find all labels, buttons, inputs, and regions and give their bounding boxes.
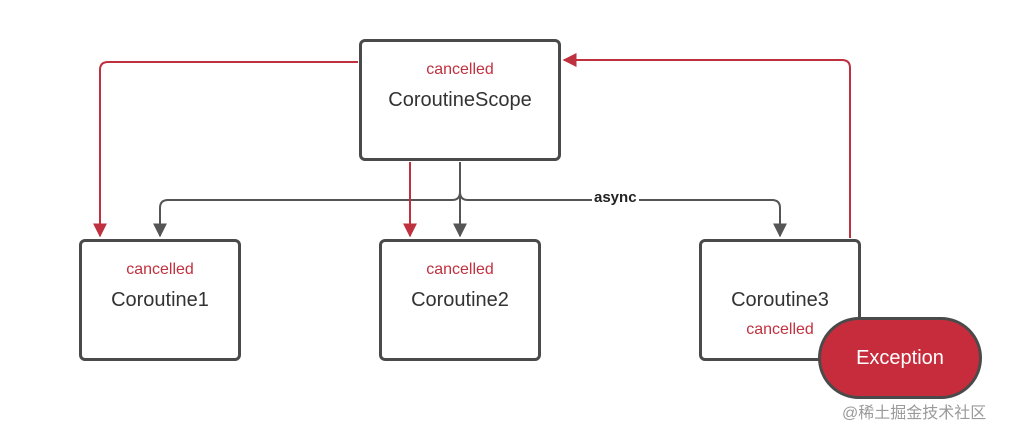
coroutine1-status-label: cancelled: [126, 261, 194, 278]
edge-scope-to-coroutine1: [153, 162, 461, 238]
async-edge-label: async: [592, 188, 639, 208]
edge-scope-to-coroutine3-async: [459, 191, 787, 238]
coroutine1-title: Coroutine1: [111, 289, 209, 311]
coroutine-scope-node: cancelled CoroutineScope: [359, 39, 561, 161]
watermark-text: @稀土掘金技术社区: [842, 405, 987, 422]
scope-title: CoroutineScope: [388, 89, 532, 111]
coroutine2-node: cancelled Coroutine2: [379, 239, 541, 361]
cancel-edge-coroutine3-to-scope: [562, 53, 851, 238]
coroutine1-node: cancelled Coroutine1: [79, 239, 241, 361]
cancel-edge-scope-to-coroutine1: [93, 61, 358, 238]
coroutine2-title: Coroutine2: [411, 289, 509, 311]
coroutine3-title: Coroutine3: [731, 289, 829, 311]
coroutine3-status-label: cancelled: [746, 321, 814, 338]
scope-status-label: cancelled: [426, 61, 494, 78]
coroutine2-status-label: cancelled: [426, 261, 494, 278]
exception-node: Exception: [818, 317, 982, 399]
